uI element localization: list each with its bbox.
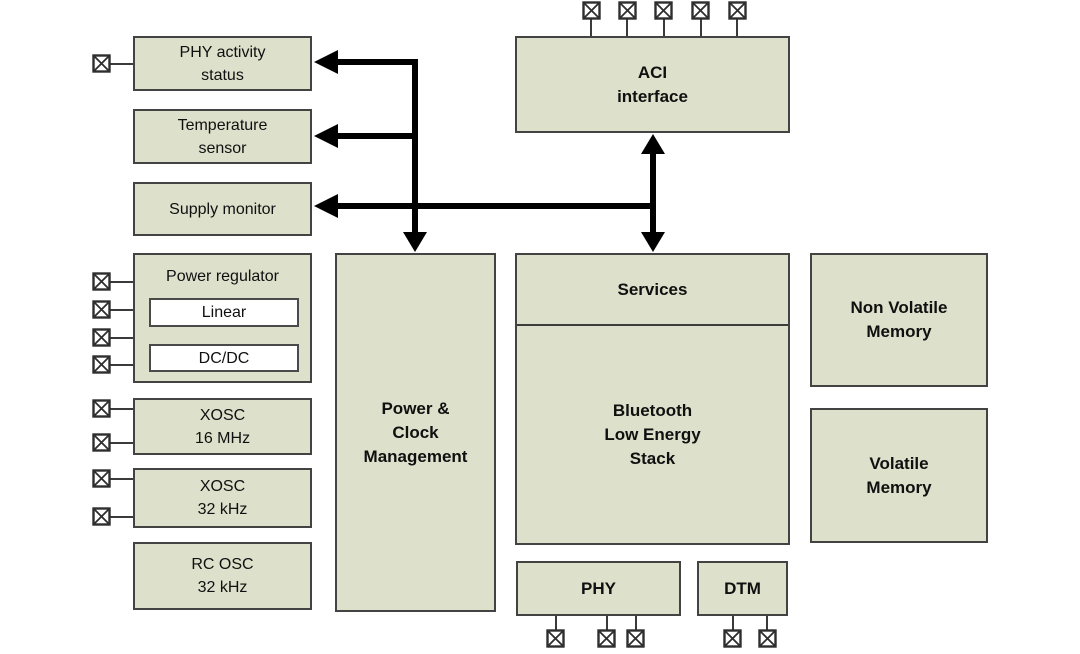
pin-icon: [758, 629, 777, 648]
block-label: RC OSC 32 kHz: [191, 556, 254, 596]
section-services: Services: [517, 255, 788, 326]
block-supply-monitor: Supply monitor: [133, 182, 312, 236]
pin-icon: [546, 629, 565, 648]
subblock-label: Linear: [201, 304, 247, 321]
pin-icon: [728, 1, 747, 20]
block-label: Power regulator: [166, 268, 279, 285]
pin-icon: [92, 469, 111, 488]
block-label: Non Volatile Memory: [850, 298, 948, 341]
pin-icon: [654, 1, 673, 20]
pin-icon: [626, 629, 645, 648]
block-non-volatile-memory: Non Volatile Memory: [810, 253, 988, 387]
block-xosc-32khz: XOSC 32 kHz: [133, 468, 312, 528]
subblock-linear: Linear: [149, 298, 299, 327]
subblock-dcdc: DC/DC: [149, 344, 299, 372]
block-label: DTM: [724, 578, 761, 598]
block-label: PHY activity status: [179, 43, 266, 84]
block-label: Services: [617, 279, 688, 299]
pin-icon: [597, 629, 616, 648]
section-ble-stack: Bluetooth Low Energy Stack: [517, 326, 788, 543]
block-xosc-16mhz: XOSC 16 MHz: [133, 398, 312, 455]
pin-icon: [92, 433, 111, 452]
pin-icon: [92, 272, 111, 291]
block-phy: PHY: [516, 561, 681, 616]
pin-icon: [92, 355, 111, 374]
block-label: Supply monitor: [169, 200, 276, 218]
block-dtm: DTM: [697, 561, 788, 616]
block-label: Volatile Memory: [866, 453, 932, 497]
pin-icon: [582, 1, 601, 20]
pin-icon: [723, 629, 742, 648]
pin-icon: [618, 1, 637, 20]
pin-icon: [92, 54, 111, 73]
block-services-ble-stack: Services Bluetooth Low Energy Stack: [515, 253, 790, 545]
block-aci-interface: ACI interface: [515, 36, 790, 133]
pin-icon: [92, 507, 111, 526]
block-label: Power & Clock Management: [363, 398, 468, 466]
block-label: ACI interface: [617, 62, 688, 106]
block-power-regulator: Power regulator Linear DC/DC: [133, 253, 312, 383]
block-power-clock-management: Power & Clock Management: [335, 253, 496, 612]
block-phy-activity-status: PHY activity status: [133, 36, 312, 91]
block-label: Temperature sensor: [177, 116, 268, 157]
block-label: PHY: [581, 578, 616, 598]
block-temperature-sensor: Temperature sensor: [133, 109, 312, 164]
block-volatile-memory: Volatile Memory: [810, 408, 988, 543]
block-label: XOSC 32 kHz: [197, 478, 248, 518]
pin-icon: [92, 399, 111, 418]
block-rc-osc-32khz: RC OSC 32 kHz: [133, 542, 312, 610]
block-label: XOSC 16 MHz: [194, 406, 251, 447]
pin-icon: [92, 328, 111, 347]
pin-icon: [691, 1, 710, 20]
block-label: Bluetooth Low Energy Stack: [604, 400, 701, 468]
subblock-label: DC/DC: [198, 349, 250, 367]
pin-icon: [92, 300, 111, 319]
